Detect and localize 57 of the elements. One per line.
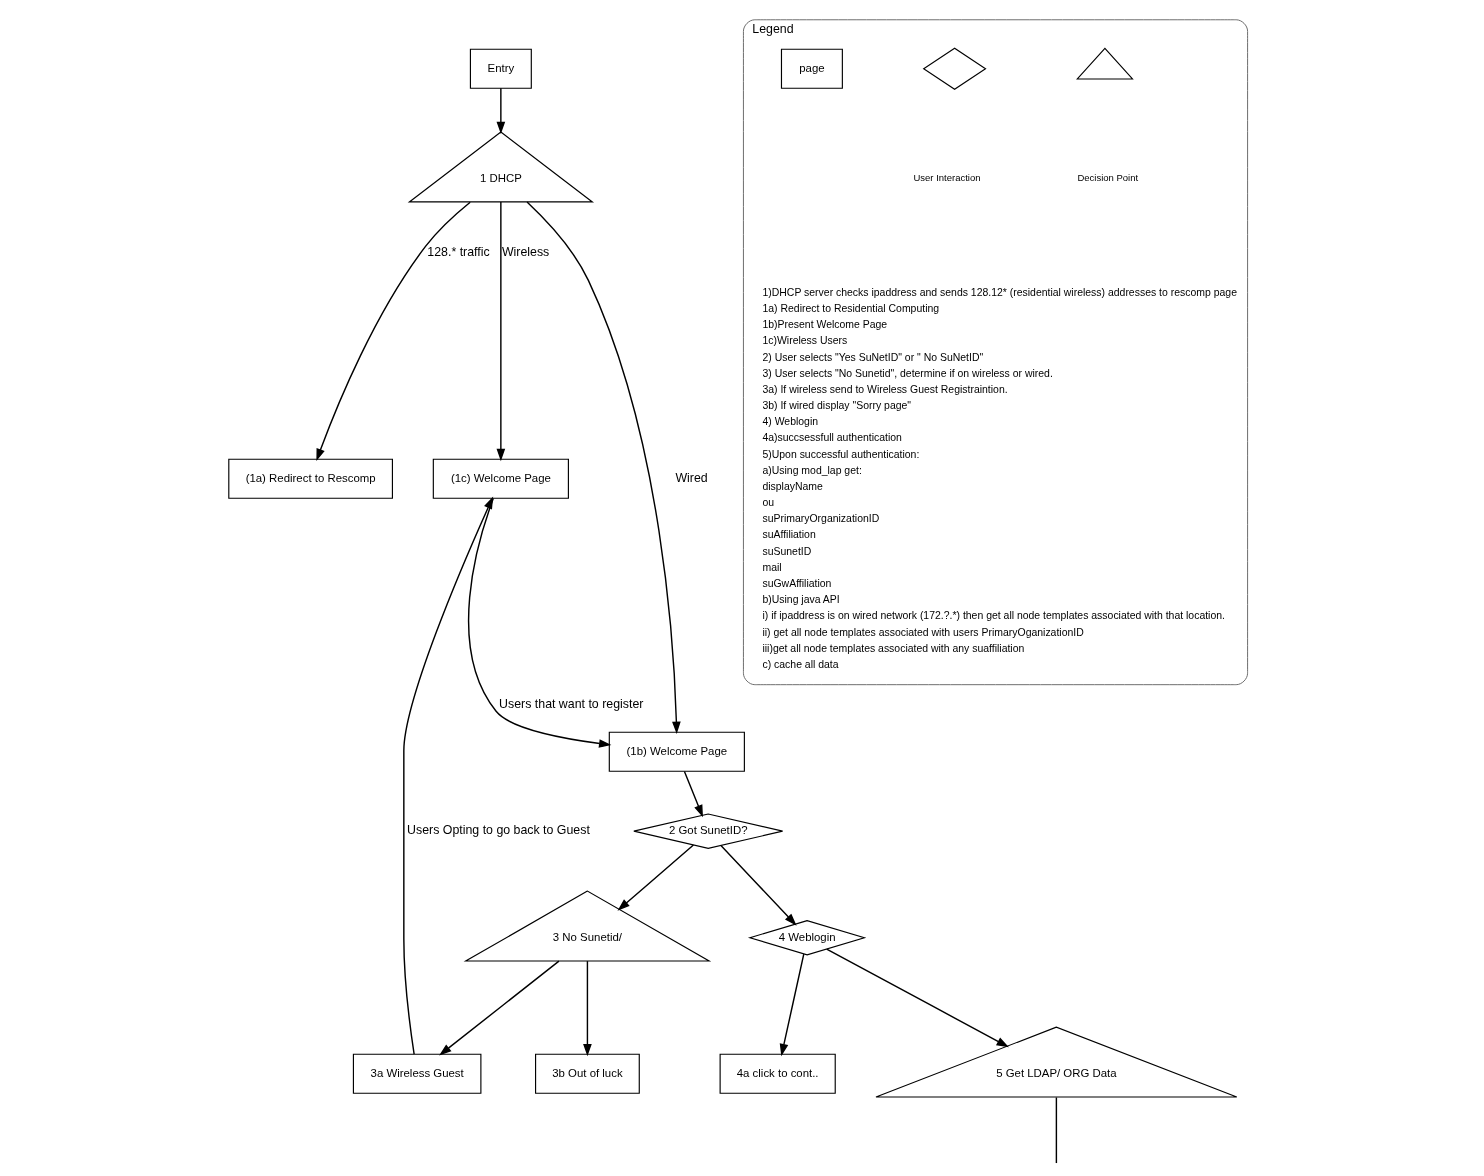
label: ou [762,497,775,509]
label: a)Using mod_lap get: [762,464,862,476]
legend-label: User Interaction [913,172,981,183]
label: ii) get all node templates associated with users PrimaryOganizationID [762,626,1084,638]
arrow [439,960,560,1056]
legend-label: Decision Point [1077,172,1139,183]
edge-label: Wired [675,470,708,485]
label: b)Using java API [762,594,840,606]
edge-label: Users Opting to go back to Guest [407,823,590,838]
node-triangle [1076,47,1134,80]
node-diamond: 2 Got SunetID? [633,813,784,849]
label: c) cache all data [762,658,839,670]
arrow [496,201,506,462]
arrow [403,496,494,1055]
arrow [683,770,703,818]
edge-label: Users that want to register [499,696,644,711]
connector [1055,1096,1058,1164]
node-box: (1c) Welcome Page [432,458,569,499]
node-box: 3a Wireless Guest [352,1053,482,1094]
node-box: page [780,48,843,89]
label: i) if ipaddress is on wired network (172.?.*) then get all node templates associated with that location. [762,610,1225,622]
label: 1a) Redirect to Residential Computing [762,303,940,315]
label: suSunetID [762,545,812,557]
arrow [779,953,805,1057]
label: 4a)succsessfull authentication [762,432,902,444]
label: 1)DHCP server checks ipaddress and sends 128.12* (residential wireless) addresses to rescomp page [762,286,1237,298]
label: 1b)Present Welcome Page [762,319,888,331]
arrow [826,948,1009,1048]
label: 2) User selects "Yes SuNetID" or " No SuNetID" [762,351,984,363]
label: suGwAffiliation [762,577,832,589]
edge-label: 128.* traffic [427,245,490,260]
node-box: Entry [469,48,532,89]
label: 3b) If wired display "Sorry page" [762,400,912,412]
node-box: (1a) Redirect to Rescomp [228,458,393,499]
node-box: 3b Out of luck [535,1053,640,1094]
label: 5)Upon successful authentication: [762,448,920,460]
edge-label: Wireless [501,245,550,260]
node-box: 4a click to cont.. [719,1053,836,1094]
arrow [617,844,695,911]
label: displayName [762,480,823,492]
arrow [316,201,471,462]
label: 3a) If wireless send to Wireless Guest Registraintion. [762,383,1008,395]
arrow [720,845,797,926]
label: 3) User selects "No Sunetid", determine if on wireless or wired. [762,367,1053,379]
label: suPrimaryOrganizationID [762,513,880,525]
arrow [526,201,681,734]
node-box: (1b) Welcome Page [608,731,745,772]
label: mail [762,561,782,573]
label: 1c)Wireless Users [762,335,848,347]
label: iii)get all node templates associated with any suaffiliation [762,642,1025,654]
node-diamond [922,47,987,90]
label: suAffiliation [762,529,816,541]
arrow [583,960,592,1057]
arrow [467,497,612,748]
node-diamond: 4 Weblogin [747,920,867,956]
arrow [496,87,506,135]
label: 4) Weblogin [762,416,819,428]
